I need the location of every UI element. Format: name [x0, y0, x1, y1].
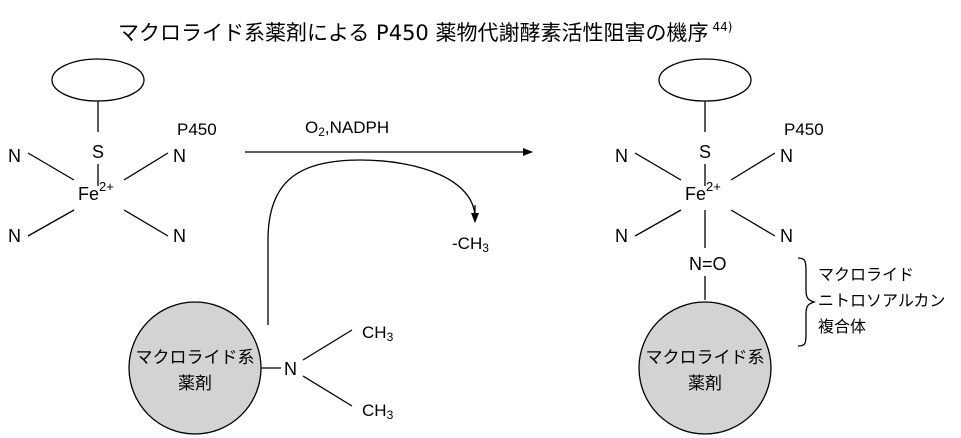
methyl-group-2: CH3 [362, 401, 394, 422]
nitroso-group: N=O [689, 254, 727, 274]
right-drug-label-line1: マクロライド系 [646, 348, 765, 368]
right-iron-atom: Fe2+ [685, 179, 721, 204]
left-n1-fe-bond [27, 152, 75, 181]
left-nitrogen-4: N [173, 226, 186, 246]
right-n3-fe-bond [634, 209, 682, 237]
amine-nitrogen: N [284, 359, 297, 379]
left-n2-fe-bond [123, 152, 169, 181]
right-n1-fe-bond [634, 152, 682, 181]
left-n3-fe-bond [27, 209, 75, 237]
reagent-label: O2,NADPH [305, 118, 389, 139]
left-p450-label: P450 [177, 120, 217, 139]
left-sulfur-atom: S [92, 142, 104, 162]
right-sulfur-atom: S [699, 142, 711, 162]
complex-brace [797, 257, 817, 347]
right-n4-fe-bond [730, 209, 776, 237]
complex-label-line2: ニトロソアルカン [818, 291, 945, 310]
right-heme-complex: P450 S Fe2+ N N N N N=O マクロライド系 薬剤 マクロライ… [615, 58, 945, 435]
left-drug-circle [128, 301, 262, 435]
right-nitrogen-1: N [615, 146, 628, 166]
left-macrolide-drug: マクロライド系 薬剤 N CH3 CH3 [128, 301, 394, 435]
left-drug-label-line1: マクロライド系 [136, 348, 255, 368]
methyl-group-1: CH3 [362, 323, 394, 344]
right-nitrogen-4: N [780, 226, 793, 246]
left-enzyme-ellipse [51, 58, 145, 102]
n-methyl-bond-1 [302, 329, 353, 361]
right-nitrogen-2: N [780, 146, 793, 166]
right-nitrogen-3: N [615, 226, 628, 246]
right-drug-circle [638, 301, 772, 435]
left-nitrogen-3: N [8, 226, 21, 246]
left-nitrogen-2: N [173, 146, 186, 166]
complex-label-line1: マクロライド [818, 265, 914, 284]
left-heme-complex: P450 S Fe2+ N N N N [8, 58, 217, 246]
demethylation-curve [267, 159, 476, 325]
left-nitrogen-1: N [8, 146, 21, 166]
methyl-byproduct: -CH3 [452, 234, 489, 255]
n-methyl-bond-2 [302, 375, 353, 407]
right-drug-label-line2: 薬剤 [688, 374, 722, 394]
left-iron-atom: Fe2+ [78, 179, 114, 204]
right-enzyme-ellipse [658, 58, 752, 102]
right-p450-label: P450 [784, 120, 824, 139]
reaction-arrow-group: O2,NADPH -CH3 [245, 118, 533, 325]
left-drug-label-line2: 薬剤 [178, 374, 212, 394]
left-n4-fe-bond [123, 209, 169, 237]
complex-label-line3: 複合体 [818, 317, 866, 336]
right-n2-fe-bond [730, 152, 776, 181]
